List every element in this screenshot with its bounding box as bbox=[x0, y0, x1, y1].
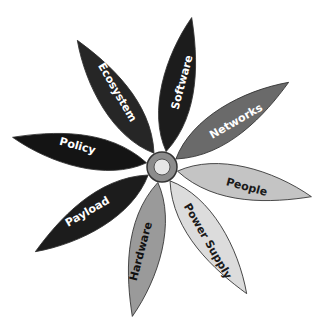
petal-shape bbox=[160, 170, 257, 304]
petal-shape bbox=[67, 30, 164, 164]
petal-label: Payload bbox=[37, 178, 138, 247]
petal-shape bbox=[25, 165, 159, 262]
petal-label: Networks bbox=[186, 87, 287, 156]
hub-core bbox=[154, 159, 170, 175]
petal-label: Ecosystem bbox=[82, 42, 151, 143]
petal-shape bbox=[165, 72, 299, 169]
hub-ring bbox=[147, 152, 177, 182]
petal-label: Power Supply bbox=[173, 191, 242, 292]
